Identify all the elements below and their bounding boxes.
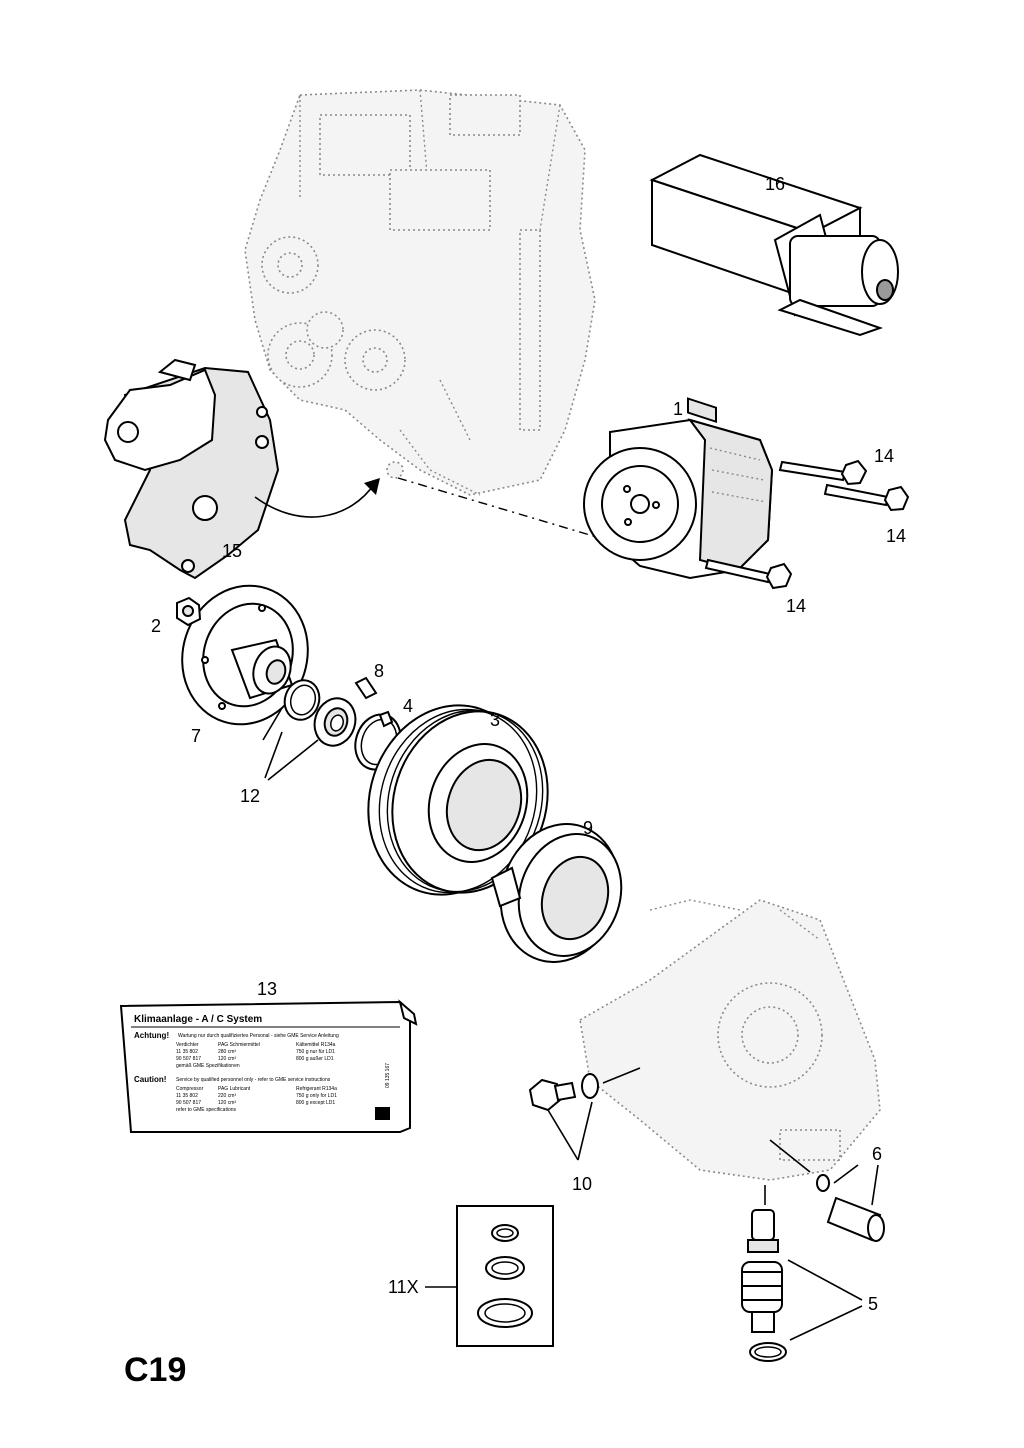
position-line [397, 477, 601, 539]
o-ring-kit-box [456, 1205, 554, 1347]
relief-valve-assembly [741, 1209, 787, 1362]
sheet-code: C19 [124, 1351, 186, 1389]
installation-arrow [254, 482, 376, 518]
bolt-middle [823, 483, 910, 512]
field-coil [490, 823, 623, 963]
clutch-drive-plate [181, 584, 309, 726]
callout-6: 6 [872, 1144, 882, 1164]
ac-compressor [583, 418, 774, 580]
callout-15: 15 [222, 541, 242, 561]
callout-3: 3 [490, 710, 500, 730]
pressure-switch-leader [769, 1139, 811, 1173]
label-de-col1: Verdichter [176, 1042, 199, 1048]
callout-13: 13 [257, 979, 277, 999]
leader-lines [262, 707, 879, 1341]
pulley-assembly [367, 704, 549, 896]
hex-nut [176, 596, 202, 627]
ac-system-label-part: Klimaanlage - A / C System Achtung! Wart… [119, 999, 418, 1133]
callout-14-middle: 14 [886, 526, 906, 546]
callout-8: 8 [374, 661, 384, 681]
drain-plug-leader [602, 1067, 641, 1084]
callout-5: 5 [868, 1294, 878, 1314]
shaft-key [354, 676, 378, 700]
label-achtung-text: Wartung nur durch qualifiziertes Persona… [178, 1033, 339, 1039]
label-de-r2c1: 90 507 817 [176, 1056, 201, 1062]
label-en-r2c1: 90 507 817 [176, 1100, 201, 1106]
compressor-ghost [579, 899, 881, 1181]
snap-ring-and-spacer [283, 679, 357, 747]
label-caution: Caution! [134, 1075, 166, 1084]
label-de-r1c3: 750 g nur für LD1 [296, 1049, 335, 1055]
callout-14-upper: 14 [874, 446, 894, 466]
label-en-col2: PAG Lubricant [218, 1086, 251, 1092]
callout-2: 2 [151, 616, 161, 636]
label-de-col2: PAG Schmiermittel [218, 1042, 260, 1048]
label-de-col3: Kältemittel R134a [296, 1042, 336, 1048]
drain-plug-and-washer [528, 1073, 599, 1112]
callout-7: 7 [191, 726, 201, 746]
boxed-filter-part [649, 153, 899, 423]
label-en-r2c2: 120 cm³ [218, 1100, 236, 1106]
label-de-r2c3: 800 g außer LD1 [296, 1056, 334, 1062]
callout-16: 16 [765, 174, 785, 194]
bolt-lower [704, 558, 793, 590]
pressure-switch [816, 1174, 885, 1242]
callout-4: 4 [403, 696, 413, 716]
callout-9: 9 [583, 818, 593, 838]
mounting-bracket-assembly [103, 358, 280, 580]
label-achtung: Achtung! [134, 1031, 169, 1040]
label-en-r2c3: 800 g except LD1 [296, 1100, 335, 1106]
label-de-note: gemäß GME Spezifikationen [176, 1063, 240, 1069]
label-en-r1c2: 220 cm³ [218, 1093, 236, 1099]
label-caution-text: Service by qualified personnel only - re… [176, 1077, 331, 1083]
label-en-col3: Refrigerant R134a [296, 1086, 337, 1092]
engine-block-ghost [244, 89, 596, 496]
callout-14-lower: 14 [786, 596, 806, 616]
label-en-r1c1: 11 35 802 [176, 1093, 198, 1099]
label-en-col1: Compressor [176, 1086, 204, 1092]
callout-11x: 11X [388, 1277, 419, 1297]
label-en-note: refer to GME specifications [176, 1107, 237, 1113]
callout-12: 12 [240, 786, 260, 806]
label-de-r1c1: 11 35 802 [176, 1049, 198, 1055]
label-de-r2c2: 120 cm³ [218, 1056, 236, 1062]
label-title: Klimaanlage - A / C System [134, 1014, 262, 1025]
label-en-r1c3: 750 g only for LD1 [296, 1093, 337, 1099]
label-side-number: 09 135 167 [385, 1063, 391, 1088]
label-de-r1c2: 280 cm³ [218, 1049, 236, 1055]
arrow-head [364, 478, 380, 495]
bolt-upper [778, 459, 868, 486]
callout-10: 10 [572, 1174, 592, 1194]
callout-1: 1 [673, 399, 683, 419]
